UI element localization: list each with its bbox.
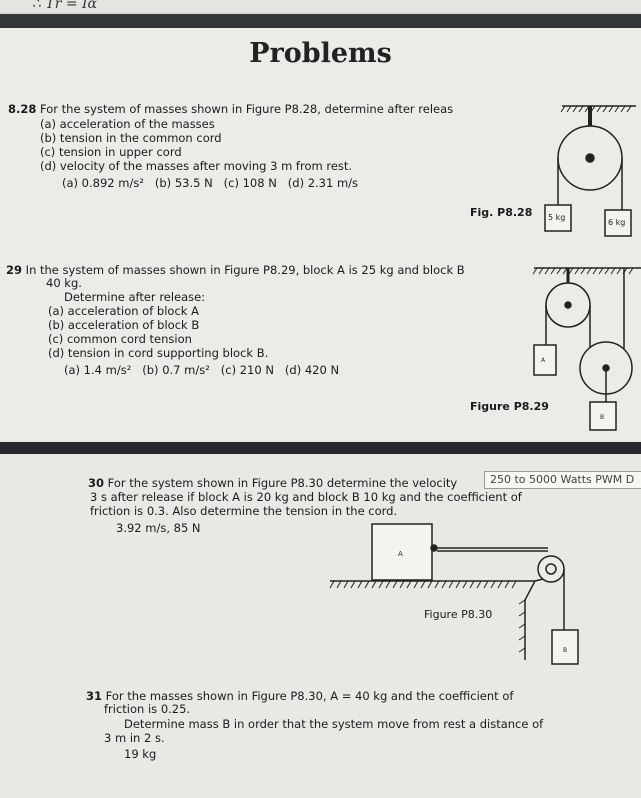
problem-830-number: 30: [88, 476, 105, 490]
figure-829-label: Figure P8.29: [470, 400, 549, 413]
problem-831-line4: 3 m in 2 s.: [104, 731, 165, 745]
mass-5kg-label: 5 kg: [548, 213, 565, 222]
block-b-830-label: B: [563, 647, 567, 654]
figure-829-diagram: [532, 267, 641, 431]
problem-828-answers: (a) 0.892 m/s² (b) 53.5 N (c) 108 N (d) …: [62, 176, 359, 190]
problem-831-answer: 19 kg: [124, 747, 157, 761]
problem-829-stem: 29 In the system of masses shown in Figu…: [6, 263, 465, 277]
top-strip: [0, 0, 641, 12]
figure-830-diagram: [329, 523, 579, 665]
page-lower: [0, 454, 641, 798]
problem-831-stem: 31 For the masses shown in Figure P8.30,…: [86, 689, 514, 703]
figure-830-label: Figure P8.30: [424, 608, 493, 621]
problem-831-number: 31: [86, 689, 103, 703]
page-title: Problems: [249, 38, 392, 69]
problem-828-stem: 8.28 For the system of masses shown in F…: [8, 102, 454, 116]
mass-6kg-label: 6 kg: [608, 218, 625, 227]
problem-831-line3: Determine mass B in order that the syste…: [124, 717, 544, 731]
problem-828-part-c: (c) tension in upper cord: [40, 145, 182, 159]
problem-831-line2: friction is 0.25.: [104, 702, 191, 716]
problem-830-stem: 30 For the system shown in Figure P8.30 …: [88, 476, 458, 490]
problem-830-line3: friction is 0.3. Also determine the tens…: [90, 504, 398, 518]
problem-829-answers: (a) 1.4 m/s² (b) 0.7 m/s² (c) 210 N (d) …: [64, 363, 340, 377]
block-a-830-label: A: [398, 550, 403, 558]
problem-829-number: 29: [6, 263, 23, 277]
problem-829-part-c: (c) common cord tension: [48, 332, 192, 346]
figure-828-label: Fig. P8.28: [470, 206, 533, 219]
problem-830-answer: 3.92 m/s, 85 N: [116, 521, 201, 535]
problem-829-part-d: (d) tension in cord supporting block B.: [48, 346, 269, 360]
problem-830-line2: 3 s after release if block A is 20 kg an…: [90, 490, 522, 504]
problem-829-determine: Determine after release:: [64, 290, 206, 304]
tooltip-popup: 250 to 5000 Watts PWM D: [484, 471, 641, 489]
figure-828-diagram: [544, 105, 636, 237]
problem-828-part-a: (a) acceleration of the masses: [40, 117, 215, 131]
problem-828-part-d: (d) velocity of the masses after moving …: [40, 159, 353, 173]
problem-828-part-b: (b) tension in the common cord: [40, 131, 222, 145]
block-b-829-label: B: [600, 414, 604, 421]
page-divider-middle: [0, 442, 641, 454]
problem-829-part-a: (a) acceleration of block A: [48, 304, 199, 318]
problem-828-number: 8.28: [8, 102, 37, 116]
problem-829-part-b: (b) acceleration of block B: [48, 318, 200, 332]
block-a-829-label: A: [541, 357, 546, 364]
problem-829-stem-cont: 40 kg.: [46, 276, 82, 290]
page-divider-top: [0, 14, 641, 28]
equation-text: ∴ Tr = Iα: [32, 0, 98, 12]
